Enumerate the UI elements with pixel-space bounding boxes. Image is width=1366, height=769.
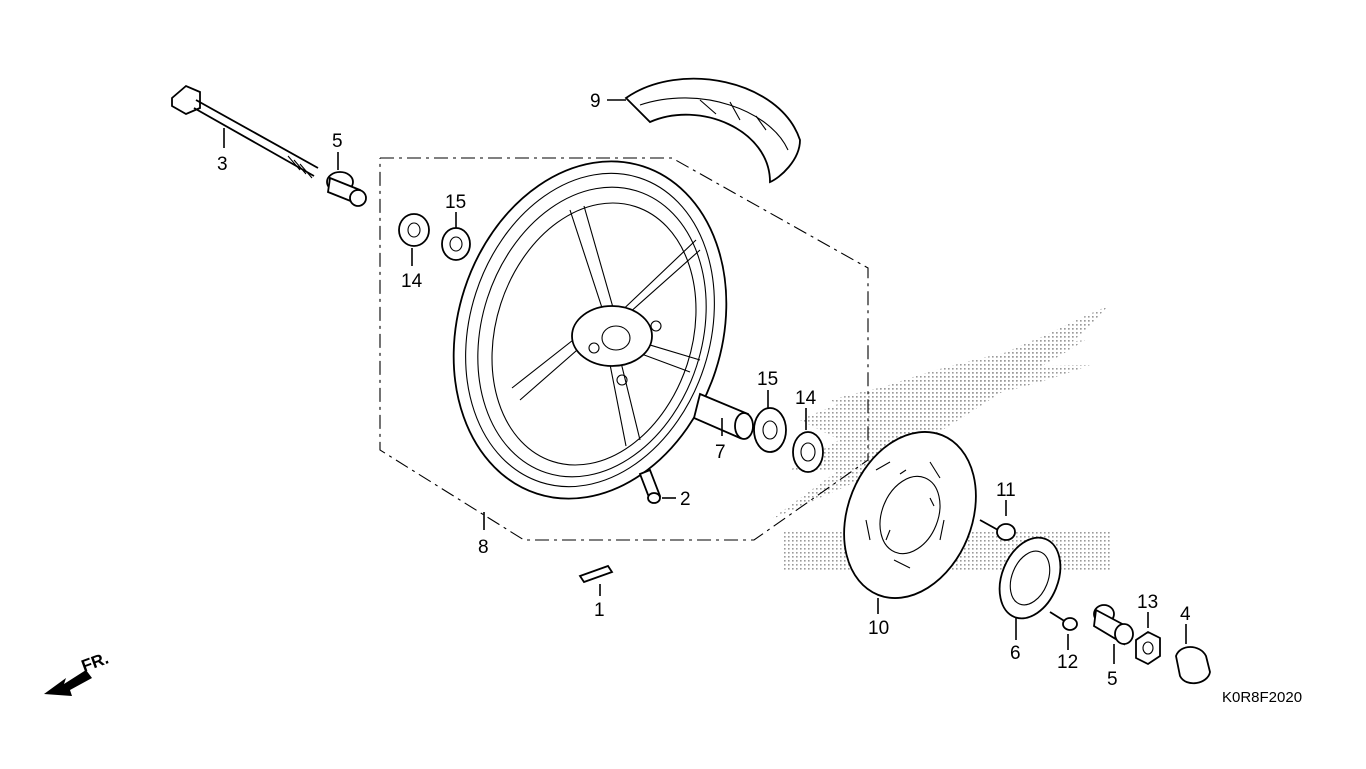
callout-brake-disc: 10: [868, 618, 889, 639]
disc-bolt: [979, 500, 1016, 541]
valve: [638, 468, 676, 504]
callout-dust-seal-left: 15: [445, 192, 466, 213]
nut-cap: [1175, 624, 1211, 685]
dust-seal-left: [441, 212, 471, 261]
callout-labels: 3 5 5 15 15 14 14 9 7 2 8 1 10 11 6 12 1…: [217, 91, 1191, 690]
callout-pulser-bolt: 12: [1057, 652, 1078, 673]
callout-wheel-assembly: 8: [478, 537, 489, 558]
brake-disc: [843, 431, 977, 614]
weight: [578, 564, 614, 596]
wheel-assembly-boundary: [379, 157, 869, 541]
distance-collar: [692, 392, 754, 440]
dust-seal-right: [753, 390, 787, 453]
callout-axle-bolt: 3: [217, 154, 228, 175]
callout-distance-collar: 7: [715, 442, 726, 463]
side-collar-left: [326, 152, 367, 207]
front-direction-arrow: FR.: [44, 649, 111, 696]
axle-nut: [1135, 612, 1161, 666]
callout-axle-nut: 13: [1137, 592, 1158, 613]
pulser-ring: [998, 536, 1062, 640]
tire: [607, 77, 801, 184]
callout-disc-bolt: 11: [996, 480, 1016, 501]
diagram-code: K0R8F2020: [1222, 689, 1302, 706]
callout-valve: 2: [680, 489, 691, 510]
side-collar-right: [1093, 604, 1134, 664]
pulser-bolt: [1049, 611, 1078, 650]
callout-tire: 9: [590, 91, 601, 112]
callout-bearing-left: 14: [401, 271, 423, 292]
axle-bolt: [171, 84, 319, 179]
callout-nut-cap: 4: [1180, 604, 1191, 625]
callout-weight: 1: [594, 600, 605, 621]
front-direction-label: FR.: [79, 649, 111, 676]
callout-dust-seal-right: 15: [757, 369, 778, 390]
callout-side-collar-left: 5: [332, 131, 343, 152]
bearing-right: [792, 408, 824, 473]
bearing-left: [398, 213, 430, 266]
callout-side-collar-right: 5: [1107, 669, 1118, 690]
callout-bearing-right: 14: [795, 388, 817, 409]
callout-pulser-ring: 6: [1010, 643, 1021, 664]
wheel-rim: [452, 160, 728, 530]
